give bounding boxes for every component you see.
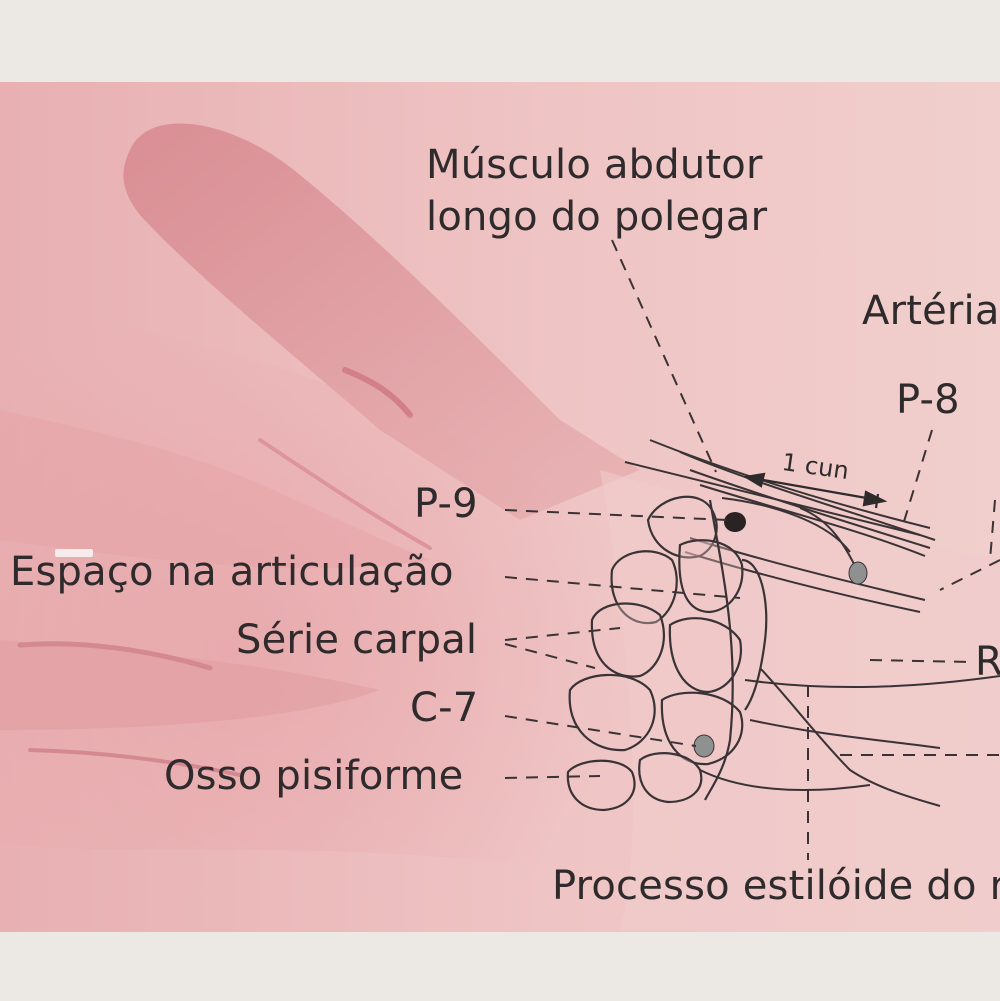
label-espaco: Espaço na articulação: [10, 549, 454, 595]
finger-crease-2: [28, 748, 242, 777]
palm-shape: [0, 300, 660, 880]
capitate-bone: [590, 602, 665, 678]
forearm-bone-lines: [699, 667, 1000, 807]
leader-r: [869, 659, 971, 663]
tendon-lines: [624, 439, 936, 613]
label-r-partial: R: [975, 639, 1000, 685]
label-musculo-line2: longo do polegar: [426, 194, 768, 240]
label-p8: P-8: [896, 377, 960, 423]
finger-shape-upper: [0, 410, 430, 569]
triquetrum-bone: [660, 691, 744, 766]
hamate-bone: [568, 673, 656, 752]
trapezium-bone: [646, 495, 718, 559]
label-serie: Série carpal: [236, 617, 478, 663]
label-processo: Processo estilóide do r: [552, 863, 1000, 909]
leader-p9: [504, 509, 729, 521]
leader-musculo: [611, 239, 717, 473]
label-c7: C-7: [410, 685, 479, 731]
pisiform-neighbor-bone: [638, 752, 703, 804]
label-arteria: Artéria: [862, 288, 1000, 334]
one-cun-arrow: [742, 472, 888, 509]
leader-osso: [504, 775, 601, 779]
palm-crease: [258, 438, 432, 550]
point-p9-marker: [724, 512, 746, 532]
finger-shape-lower: [0, 640, 380, 730]
pisiform-bone: [566, 759, 636, 812]
leader-c7: [504, 715, 697, 747]
label-p9: P-9: [414, 481, 478, 527]
point-c7-marker: [693, 734, 715, 758]
radius-end: [741, 558, 768, 711]
label-musculo-line1: Músculo abdutor: [426, 142, 763, 188]
leader-espaco: [504, 576, 741, 599]
leader-serie-2: [504, 643, 596, 669]
thumb-shape: [123, 123, 640, 521]
finger-crease-1: [17, 641, 213, 671]
lunate-bone: [668, 617, 743, 694]
forearm-shape: [600, 470, 1000, 930]
leader-p8: [901, 429, 933, 529]
scaphoid-bone: [610, 550, 678, 625]
leader-arteria-2: [939, 559, 1000, 591]
ring-highlight: [55, 549, 93, 557]
thumb-crease: [342, 367, 413, 418]
point-p8-marker: [848, 561, 868, 585]
label-osso: Osso pisiforme: [164, 753, 464, 799]
leader-arteria: [989, 499, 996, 561]
leader-lines: [504, 239, 1000, 860]
ulna-end: [704, 499, 734, 801]
